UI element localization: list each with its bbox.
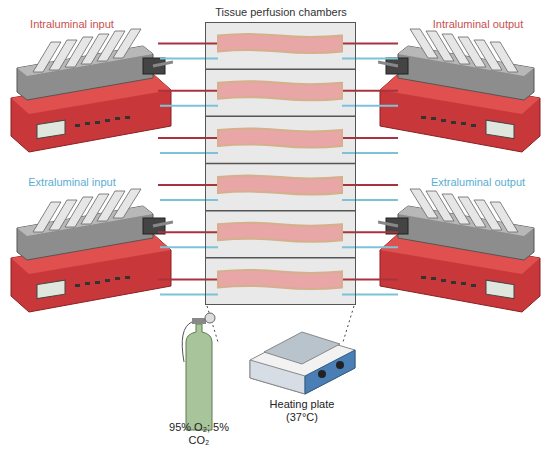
extraluminal-line bbox=[342, 152, 398, 154]
intraluminal-line bbox=[158, 231, 218, 233]
gas-label: 95% O₂; 5% CO₂ bbox=[169, 421, 229, 447]
extraluminal-line bbox=[160, 199, 218, 201]
intraluminal-line bbox=[158, 137, 218, 139]
chamber-heading: Tissue perfusion chambers bbox=[181, 6, 381, 19]
perfusion-chamber-box: Tissue perfusion chambers bbox=[205, 22, 356, 305]
tissue-vessel bbox=[218, 223, 342, 242]
tissue-vessel bbox=[218, 81, 342, 100]
chamber-divider bbox=[205, 116, 356, 118]
extraluminal-line bbox=[160, 105, 218, 107]
extraluminal-line bbox=[160, 152, 218, 154]
extraluminal-line bbox=[342, 58, 398, 60]
extraluminal-line bbox=[160, 58, 218, 60]
tissue-vessel bbox=[218, 34, 342, 53]
intraluminal-line bbox=[342, 90, 398, 92]
chamber-divider bbox=[205, 257, 356, 259]
intraluminal-line bbox=[158, 184, 218, 186]
intraluminal-line bbox=[342, 43, 398, 45]
intraluminal-line bbox=[342, 231, 398, 233]
pump-label: Intraluminal input bbox=[0, 18, 147, 31]
chamber-divider bbox=[205, 210, 356, 212]
intraluminal-line bbox=[158, 90, 218, 92]
extraluminal-line bbox=[342, 246, 398, 248]
extraluminal-line bbox=[342, 293, 398, 295]
tissue-vessel bbox=[218, 176, 342, 195]
pump-label: Extraluminal input bbox=[0, 176, 147, 189]
chamber-divider bbox=[205, 163, 356, 165]
extraluminal-line bbox=[160, 246, 218, 248]
extraluminal-line bbox=[342, 105, 398, 107]
pump-label: Intraluminal output bbox=[403, 18, 551, 31]
intraluminal-line bbox=[158, 278, 218, 280]
extraluminal-line bbox=[342, 199, 398, 201]
intraluminal-line bbox=[342, 137, 398, 139]
intraluminal-line bbox=[342, 184, 398, 186]
intraluminal-line bbox=[342, 278, 398, 280]
intraluminal-line bbox=[158, 43, 218, 45]
tissue-vessel bbox=[218, 270, 342, 289]
tissue-vessel bbox=[218, 128, 342, 147]
extraluminal-line bbox=[160, 293, 218, 295]
chamber-divider bbox=[205, 68, 356, 70]
pump-label: Extraluminal output bbox=[403, 176, 551, 189]
heater-label: Heating plate (37°C) bbox=[262, 398, 342, 424]
